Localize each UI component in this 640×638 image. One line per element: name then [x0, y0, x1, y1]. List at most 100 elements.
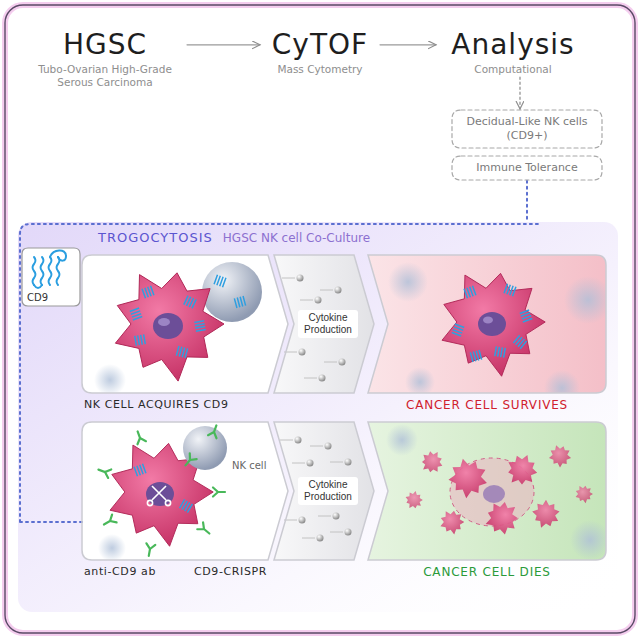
dying-cancer-cell	[417, 448, 447, 478]
blocked-cd9-cell	[102, 515, 117, 529]
coculture-ground	[18, 222, 618, 612]
blocked-cd9-cell	[98, 534, 126, 562]
node-outline	[368, 422, 606, 560]
surviving-cancer-cell	[483, 317, 493, 324]
surviving-cancer-cell	[520, 310, 532, 322]
cd9-protein-icon	[49, 257, 52, 285]
cd9-protein-icon	[33, 250, 67, 288]
stage-subtitle: Computational	[438, 63, 588, 77]
surviving-cancer-cell	[495, 346, 506, 357]
nk-cancer-contact	[214, 275, 226, 287]
cd9-protein-icon	[57, 257, 60, 285]
nk-cancer-contact	[234, 296, 245, 308]
nk-cancer-contact	[158, 318, 170, 326]
surviving-cancer-cell	[564, 276, 612, 324]
dying-cancer-cell	[386, 424, 418, 456]
nk-cancer-contact	[184, 296, 196, 309]
crispr-scissors	[147, 486, 170, 506]
stage-title: Analysis	[438, 28, 588, 62]
node-outline	[82, 255, 288, 393]
nk-cancer-contact	[94, 364, 126, 396]
cytokine-dots	[330, 459, 352, 466]
cytokine-dots	[292, 460, 314, 467]
dying-cancer-cell	[482, 500, 520, 538]
outer-frame	[5, 5, 635, 633]
node-outline	[452, 110, 602, 148]
stage-title: HGSC	[25, 28, 185, 62]
blocked-cd9-cell	[213, 488, 225, 497]
blocked-cd9-cell	[97, 424, 227, 562]
cd9-protein-icon	[41, 257, 44, 285]
chevron-step: Cytokine Production	[274, 422, 374, 560]
flow-connector	[526, 181, 528, 221]
node-outline	[82, 422, 288, 560]
outer-frame	[5, 5, 635, 633]
chevron-step: Cytokine Production	[274, 255, 374, 393]
outcome-label: CANCER CELL SURVIVES	[368, 398, 606, 412]
cell-label: NK cell	[232, 460, 266, 471]
outer-frame	[5, 5, 635, 633]
dying-cancer-cell	[548, 444, 573, 469]
step-panel: NK cellanti-CD9 abCD9-CRISPR	[82, 422, 288, 560]
cd9-protein-icon	[50, 250, 66, 260]
surviving-cancer-cell	[513, 335, 526, 348]
blocked-cd9-cell	[110, 443, 213, 546]
node-outline	[18, 222, 618, 612]
dying-cancer-cell	[570, 520, 610, 560]
panel-caption: CD9-CRISPR	[194, 565, 267, 578]
stage-node: CyTOFMass Cytometry	[262, 28, 378, 76]
blocked-cd9-cell	[144, 543, 155, 556]
flow-connector	[519, 77, 520, 109]
node-outline	[368, 422, 606, 560]
blocked-cd9-cell	[97, 465, 111, 478]
cytokine-dots	[304, 375, 326, 382]
nk-cancer-contact	[94, 262, 262, 396]
panel-fill	[22, 248, 606, 560]
nk-cancer-contact	[202, 262, 262, 322]
cytokine-dots	[320, 287, 342, 294]
node-outline	[274, 422, 374, 560]
flow-connector	[187, 44, 260, 45]
flow-connector	[380, 44, 436, 45]
nk-cancer-contact	[176, 346, 187, 358]
cytokine-dots	[324, 359, 346, 366]
outcome-panel: CANCER CELL DIES	[368, 422, 606, 560]
result-text: Decidual-Like NK cells (CD9+)	[464, 115, 590, 143]
blocked-cd9-cell	[182, 453, 197, 468]
node-outline	[368, 255, 606, 393]
surviving-cancer-cell	[405, 367, 435, 397]
node-outline	[22, 248, 80, 306]
node-outline	[82, 422, 288, 560]
step-panel: NK CELL ACQUIRES CD9	[82, 255, 288, 393]
dying-cancer-cell	[527, 496, 564, 533]
cd9-protein-icon	[33, 257, 36, 285]
nk-cancer-contact	[153, 313, 183, 339]
crispr-scissors	[147, 500, 152, 505]
dying-cancer-cell	[500, 450, 543, 493]
surviving-cancer-cell	[452, 324, 464, 336]
nk-cancer-contact	[142, 286, 154, 298]
nk-cancer-contact	[135, 334, 146, 345]
panel-fill	[274, 255, 374, 393]
blocked-cd9-cell	[197, 522, 212, 537]
protein-label: CD9	[27, 292, 48, 303]
cytokine-dots	[300, 297, 322, 304]
result-box: Decidual-Like NK cells (CD9+)	[452, 110, 602, 148]
nk-cancer-contact	[194, 321, 205, 332]
surviving-cancer-cell	[388, 262, 612, 406]
surviving-cancer-cell	[442, 273, 545, 376]
blocked-cd9-cell	[146, 482, 174, 506]
cd9-protein-icon	[34, 285, 42, 288]
cytokine-dots	[302, 535, 324, 542]
cytokine-dots	[282, 275, 304, 282]
dying-cancer-cell	[440, 511, 464, 535]
result-box: Immune Tolerance	[452, 156, 602, 180]
node-outline	[274, 255, 374, 393]
surviving-cancer-cell	[464, 286, 476, 298]
outcome-label: CANCER CELL DIES	[368, 565, 606, 579]
dying-cancer-cell	[576, 486, 593, 503]
dying-cancer-cell	[386, 424, 610, 560]
stage-node: AnalysisComputational	[438, 28, 588, 76]
node-outline	[82, 255, 288, 393]
stage-subtitle: Tubo-Ovarian High-Grade Serous Carcinoma	[25, 63, 185, 90]
